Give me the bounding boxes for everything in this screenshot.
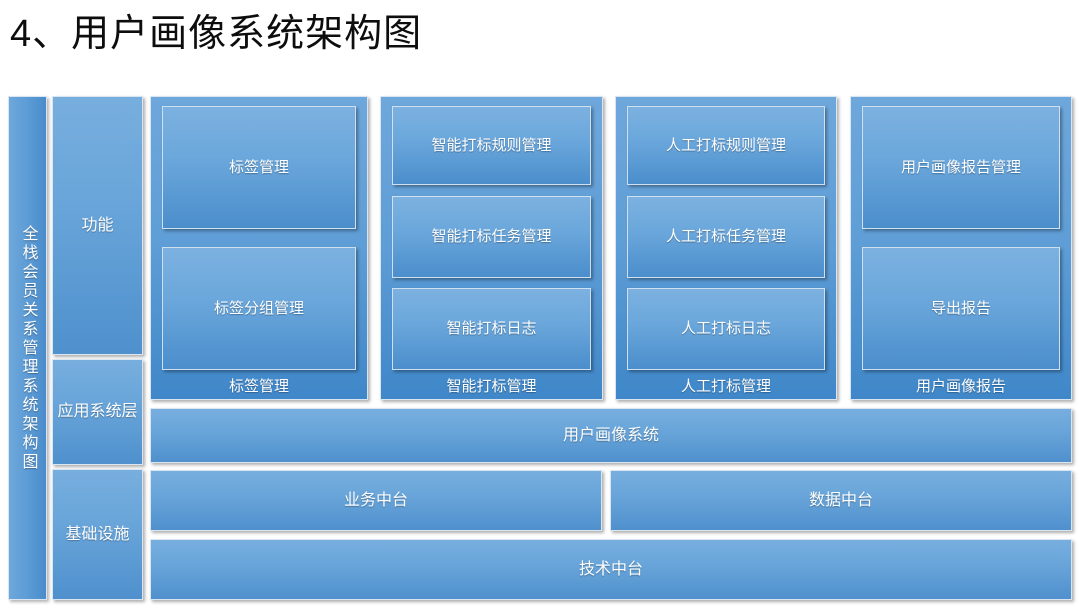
module-item-smart-tag-log[interactable]: 智能打标日志 bbox=[392, 288, 591, 370]
application-system-bar[interactable]: 用户画像系统 bbox=[150, 408, 1072, 463]
platform-label: 业务中台 bbox=[343, 491, 408, 509]
module-item-label: 标签分组管理 bbox=[213, 299, 304, 317]
vertical-spine: 全栈会员关系管理系统架构图 bbox=[8, 96, 47, 600]
module-item-user-profile-report-management[interactable]: 用户画像报告管理 bbox=[862, 106, 1060, 229]
layer-label-function: 功能 bbox=[81, 216, 114, 234]
module-item-manual-tag-rule-management[interactable]: 人工打标规则管理 bbox=[627, 106, 825, 185]
platform-label: 数据中台 bbox=[808, 491, 873, 509]
platform-data-middle[interactable]: 数据中台 bbox=[610, 470, 1072, 531]
layer-cell-application: 应用系统层 bbox=[52, 359, 143, 465]
layer-label-application: 应用系统层 bbox=[57, 403, 138, 420]
module-item-smart-tag-task-management[interactable]: 智能打标任务管理 bbox=[392, 196, 591, 278]
module-item-label: 标签管理 bbox=[228, 158, 289, 176]
layer-cell-infrastructure: 基础设施 bbox=[52, 469, 143, 600]
module-item-label: 智能打标日志 bbox=[446, 320, 537, 338]
layer-cell-function: 功能 bbox=[52, 96, 143, 355]
module-item-manual-tag-log[interactable]: 人工打标日志 bbox=[627, 288, 825, 370]
module-item-label: 智能打标任务管理 bbox=[431, 228, 552, 246]
module-group-label: 人工打标管理 bbox=[680, 378, 771, 395]
page-title: 4、用户画像系统架构图 bbox=[10, 13, 423, 55]
platform-technology-middle[interactable]: 技术中台 bbox=[150, 539, 1072, 600]
module-item-tag-group-management[interactable]: 标签分组管理 bbox=[162, 247, 356, 370]
module-item-label: 导出报告 bbox=[930, 299, 991, 317]
module-item-label: 人工打标任务管理 bbox=[665, 228, 786, 246]
platform-business-middle[interactable]: 业务中台 bbox=[150, 470, 602, 531]
module-item-label: 智能打标规则管理 bbox=[431, 136, 552, 154]
module-item-label: 人工打标日志 bbox=[680, 320, 771, 338]
platform-label: 技术中台 bbox=[578, 560, 643, 578]
application-system-label: 用户画像系统 bbox=[562, 426, 659, 444]
module-item-label: 用户画像报告管理 bbox=[900, 158, 1021, 176]
module-group-label: 智能打标管理 bbox=[446, 378, 537, 395]
module-group-label: 标签管理 bbox=[228, 378, 289, 395]
layer-label-infrastructure: 基础设施 bbox=[65, 525, 130, 543]
module-item-tag-management[interactable]: 标签管理 bbox=[162, 106, 356, 229]
module-item-export-report[interactable]: 导出报告 bbox=[862, 247, 1060, 370]
module-item-smart-tag-rule-management[interactable]: 智能打标规则管理 bbox=[392, 106, 591, 185]
module-group-label: 用户画像报告 bbox=[915, 378, 1006, 395]
module-item-manual-tag-task-management[interactable]: 人工打标任务管理 bbox=[627, 196, 825, 278]
module-item-label: 人工打标规则管理 bbox=[665, 136, 786, 154]
vertical-spine-label: 全栈会员关系管理系统架构图 bbox=[19, 224, 37, 472]
